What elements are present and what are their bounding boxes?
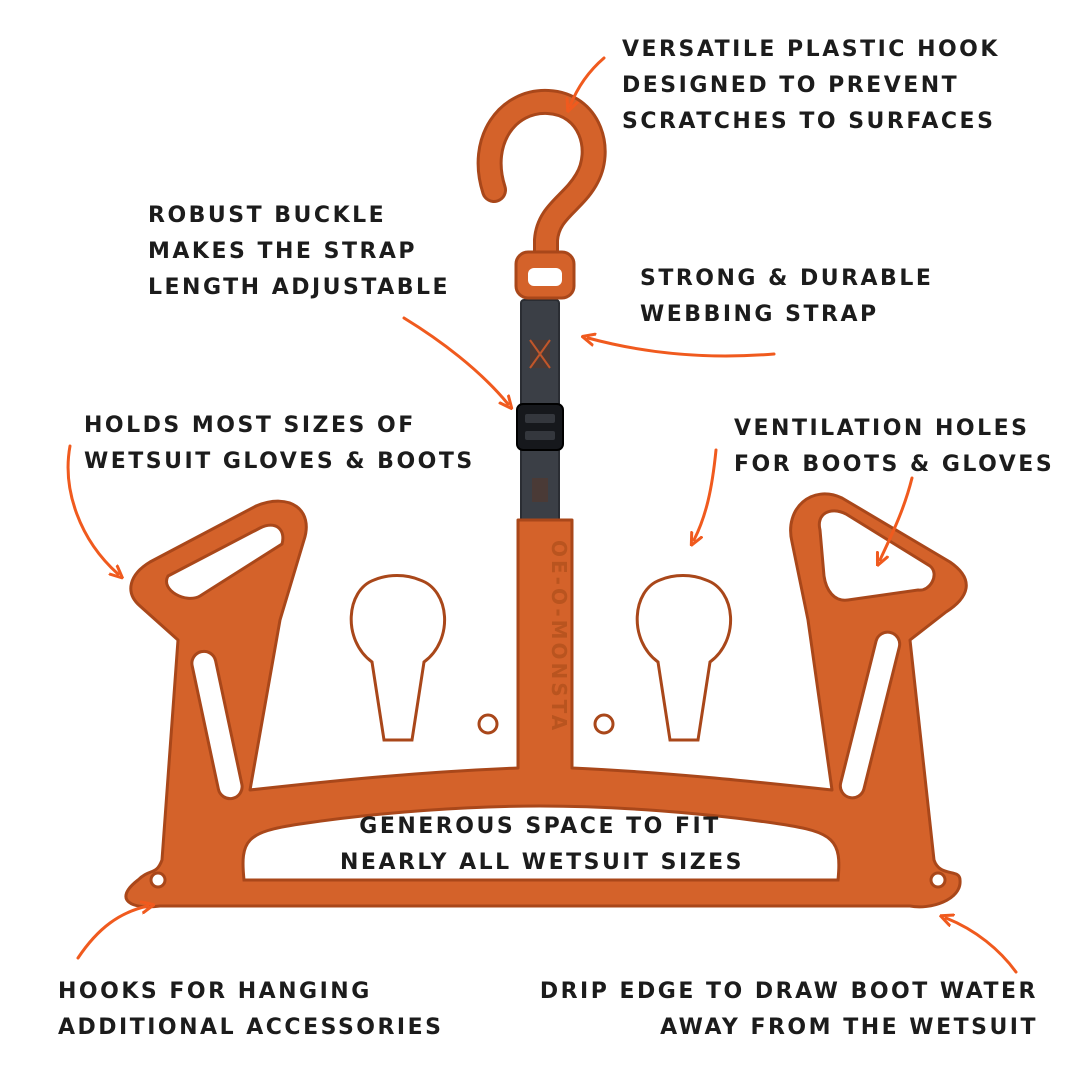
arrow-ventilation <box>694 448 718 540</box>
annotation-buckle-line: MAKES THE STRAP <box>148 239 418 264</box>
annotation-ventilation-line: FOR BOOTS & GLOVES <box>734 452 1055 477</box>
annotation-arrows <box>66 56 1018 974</box>
buckle-slot-lower <box>525 431 555 440</box>
annotation-drip-line: DRIP EDGE TO DRAW BOOT WATER <box>539 979 1038 1004</box>
arrow-buckle <box>402 316 508 404</box>
annotation-strap: STRONG & DURABLE WEBBING STRAP <box>640 261 933 333</box>
buckle-slot <box>525 414 555 423</box>
annotation-space: GENEROUS SPACE TO FIT NEARLY ALL WETSUIT… <box>340 809 745 881</box>
annotation-space-line: NEARLY ALL WETSUIT SIZES <box>340 850 745 875</box>
strap-tag <box>532 478 548 502</box>
annotation-drip-line: AWAY FROM THE WETSUIT <box>660 1015 1038 1040</box>
annotation-strap-line: STRONG & DURABLE <box>640 266 934 291</box>
annotation-holds-line: WETSUIT GLOVES & BOOTS <box>84 449 475 474</box>
ventilation-slot-right <box>838 630 902 800</box>
annotation-buckle-line: ROBUST BUCKLE <box>148 203 387 228</box>
annotation-buckle: ROBUST BUCKLE MAKES THE STRAP LENGTH ADJ… <box>148 198 450 306</box>
arrow-accessories <box>76 906 148 960</box>
annotation-hook-line: SCRATCHES TO SURFACES <box>622 109 996 134</box>
annotation-hook-line: VERSATILE PLASTIC HOOK <box>622 37 1000 62</box>
arrow-drip <box>946 918 1018 974</box>
keyhole-cutout-right <box>635 574 733 742</box>
annotation-holds: HOLDS MOST SIZES OF WETSUIT GLOVES & BOO… <box>84 408 475 480</box>
ventilation-slot-left-top <box>165 523 285 600</box>
accessory-hook-left <box>149 871 167 889</box>
annotation-strap-line: WEBBING STRAP <box>640 302 879 327</box>
annotation-space-line: GENEROUS SPACE TO FIT <box>359 814 721 839</box>
annotation-ventilation: VENTILATION HOLES FOR BOOTS & GLOVES <box>734 411 1054 483</box>
arrow-hook <box>570 56 606 106</box>
drip-edge-hook-right <box>929 871 947 889</box>
annotation-holds-line: HOLDS MOST SIZES OF <box>84 413 416 438</box>
annotation-hook: VERSATILE PLASTIC HOOK DESIGNED TO PREVE… <box>622 32 1000 140</box>
arrow-ventilation-secondary <box>880 476 914 560</box>
annotation-buckle-line: LENGTH ADJUSTABLE <box>148 275 451 300</box>
annotation-drip: DRIP EDGE TO DRAW BOOT WATER AWAY FROM T… <box>540 974 1038 1046</box>
annotation-accessories-line: ADDITIONAL ACCESSORIES <box>58 1015 444 1040</box>
annotation-ventilation-line: VENTILATION HOLES <box>734 416 1030 441</box>
strap-logo-icon <box>529 339 551 369</box>
arrow-strap <box>588 338 776 358</box>
brand-mark: OE-O-MONSTA <box>547 540 571 733</box>
annotation-accessories: HOOKS FOR HANGING ADDITIONAL ACCESSORIES <box>58 974 444 1046</box>
buckle <box>516 403 564 451</box>
annotation-hook-line: DESIGNED TO PREVENT <box>622 73 960 98</box>
annotation-accessories-line: HOOKS FOR HANGING <box>58 979 372 1004</box>
plastic-hook <box>476 89 607 300</box>
arrow-holds <box>66 444 118 574</box>
ventilation-slot-left <box>190 649 244 801</box>
keyhole-cutout-left <box>349 574 447 742</box>
